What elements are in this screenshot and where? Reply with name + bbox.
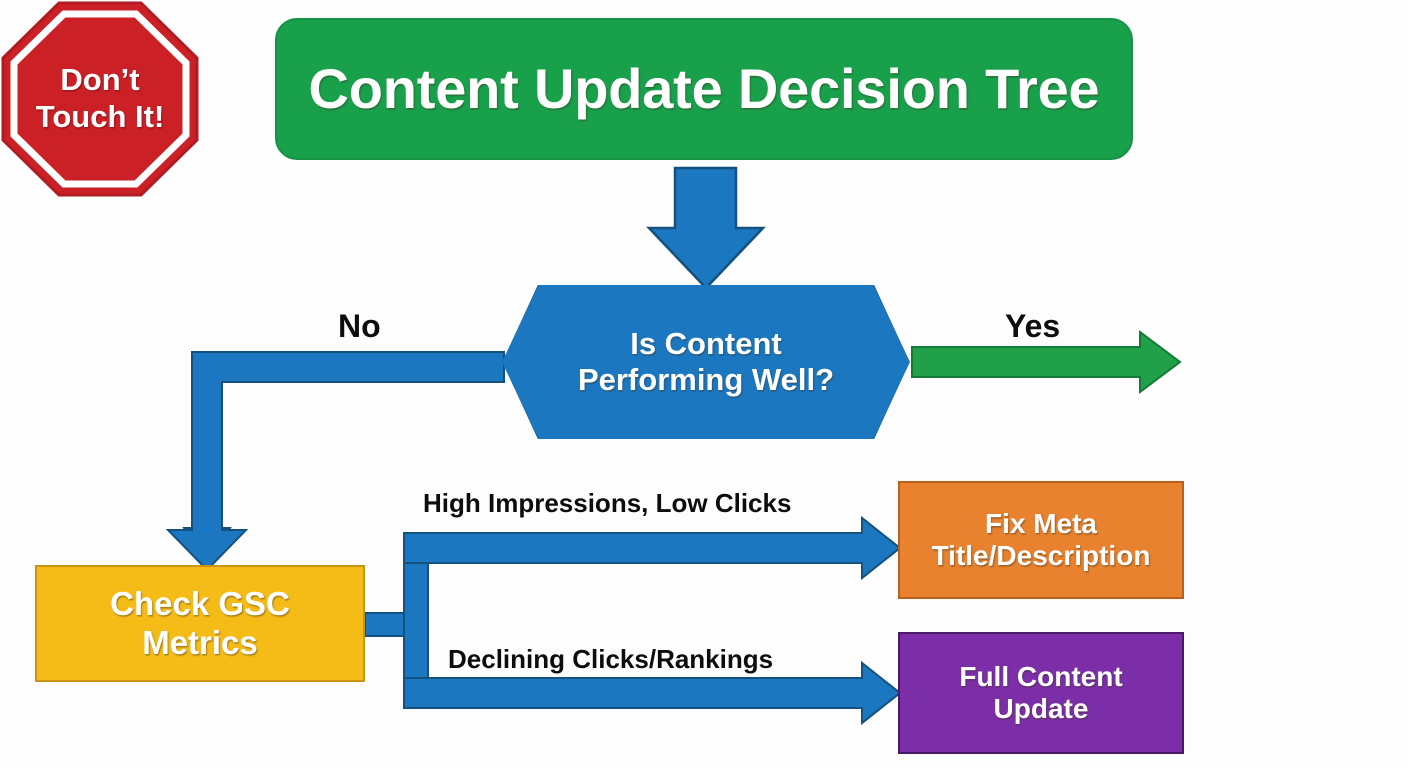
process-node-check-gsc-metrics: Check GSC Metrics	[35, 565, 365, 682]
arrow-gsc-to-full-update	[403, 660, 902, 726]
octagon-outer	[1, 1, 199, 197]
decision-node-line2: Performing Well?	[577, 362, 835, 397]
arrow-title-to-decision	[646, 166, 766, 290]
fix-meta-line2: Title/Description	[931, 540, 1151, 571]
full-update-line1: Full Content	[959, 660, 1123, 692]
arrow-decision-yes	[911, 330, 1182, 394]
process-node-full-content-update: Full Content Update	[898, 632, 1184, 754]
octagon-inner-ring	[10, 10, 190, 188]
octagon-icon	[1, 1, 199, 197]
stop-sign-node-dont-touch-it: Don’t Touch It!	[0, 0, 200, 198]
decision-node-line1: Is Content	[630, 326, 782, 362]
decision-node-is-content-performing-well: Is Content Performing Well?	[502, 285, 910, 439]
fix-meta-line1: Fix Meta	[984, 507, 1097, 539]
stop-sign-line2: Touch It!	[35, 99, 165, 134]
stop-sign-label: Don’t Touch It!	[0, 0, 200, 198]
edge-label-yes: Yes	[1005, 308, 1061, 344]
title-banner: Content Update Decision Tree	[275, 18, 1133, 160]
full-update-line2: Update	[993, 693, 1089, 724]
edge-label-declining-clicks-rankings: Declining Clicks/Rankings	[448, 644, 774, 674]
arrow-gsc-to-fix-meta	[403, 515, 902, 581]
branch-trunk-gsc	[364, 540, 405, 686]
check-gsc-line1: Check GSC	[110, 585, 290, 623]
check-gsc-line2: Metrics	[142, 623, 258, 661]
arrow-decision-no-body	[165, 351, 505, 572]
edge-label-high-impressions-low-clicks: High Impressions, Low Clicks	[423, 488, 792, 518]
stop-sign-line1: Don’t	[60, 62, 140, 98]
edge-label-no: No	[338, 308, 381, 344]
process-node-fix-meta-title-description: Fix Meta Title/Description	[898, 481, 1184, 599]
